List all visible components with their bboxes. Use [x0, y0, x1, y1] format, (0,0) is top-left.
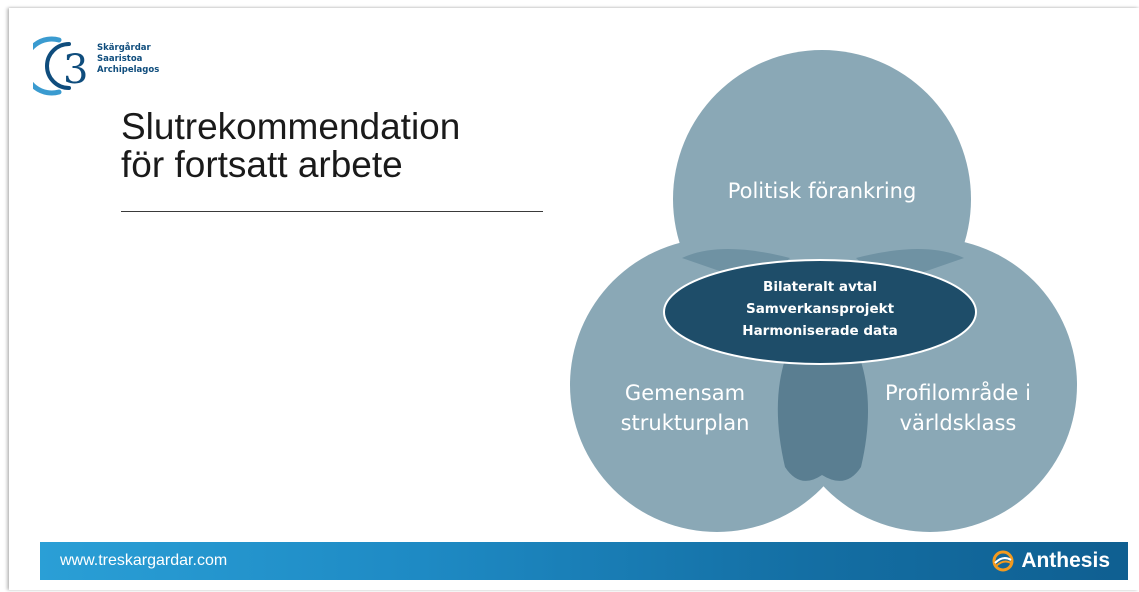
venn-label-top: Politisk förankring	[728, 179, 917, 203]
venn-center-line-2: Samverkansprojekt	[746, 301, 895, 317]
logo-line-english: Archipelagos	[97, 65, 160, 75]
venn-label-left-line-1: Gemensam	[625, 381, 745, 405]
title-divider	[121, 211, 543, 212]
venn-center-ellipse	[663, 259, 977, 365]
venn-center-line-3: Harmoniserade data	[742, 323, 897, 339]
logo-wordmark: Skärgårdar Saaristoa Archipelagos	[97, 43, 159, 76]
treskargardar-logo: 3 Skärgårdar Saaristoa Archipelagos	[33, 36, 193, 96]
footer-website-link[interactable]: www.treskargardar.com	[60, 552, 228, 569]
venn-label-left-line-2: strukturplan	[621, 411, 750, 435]
anthesis-logo: Anthesis	[991, 548, 1110, 574]
footer-bar: www.treskargardar.com Anthesis	[40, 542, 1128, 580]
title-line-2: för fortsatt arbete	[121, 144, 403, 185]
logo-numeral: 3	[63, 47, 88, 93]
venn-label-right-line-2: världsklass	[900, 411, 1017, 435]
anthesis-wordmark: Anthesis	[1021, 549, 1110, 572]
page-title: Slutrekommendation för fortsatt arbete	[121, 108, 460, 184]
logo-line-swedish: Skärgårdar	[97, 43, 151, 53]
anthesis-swirl-icon	[992, 550, 1014, 572]
logo-line-finnish: Saaristoa	[97, 54, 143, 64]
title-line-1: Slutrekommendation	[121, 106, 461, 147]
venn-center-line-1: Bilateralt avtal	[763, 279, 877, 295]
logo-emblem-icon: 3	[33, 36, 88, 96]
venn-label-right-line-1: Profilområde i	[885, 380, 1031, 405]
